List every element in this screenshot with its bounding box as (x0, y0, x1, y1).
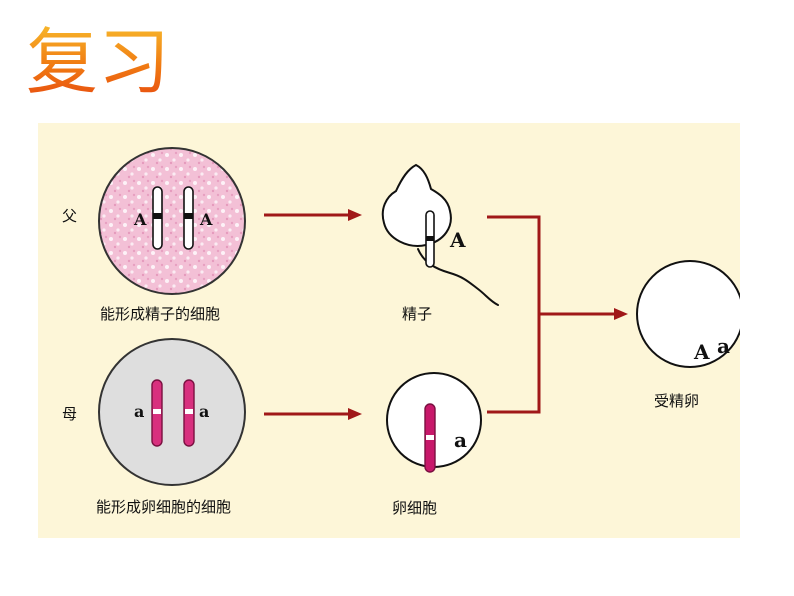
sperm-allele: A (450, 228, 466, 252)
sperm-head (381, 163, 452, 247)
arrow-father-to-sperm (264, 209, 362, 221)
arrow-to-zygote (614, 308, 628, 320)
page-title: 复习 (26, 20, 171, 104)
mother-label: 母 (62, 405, 78, 423)
father-allele-left: A (134, 210, 147, 229)
mother-cell-caption: 能形成卵细胞的细胞 (96, 498, 232, 516)
diagram-svg (98, 147, 740, 486)
arrow-mother-to-egg (264, 408, 362, 420)
sperm-caption: 精子 (402, 305, 433, 323)
egg-allele: a (454, 428, 467, 452)
zygote-allele-big-a: A (694, 340, 710, 364)
father-label: 父 (62, 207, 78, 225)
father-cell-caption: 能形成精子的细胞 (100, 305, 221, 323)
mother-allele-left: a (134, 402, 145, 421)
zygote-cell (636, 260, 740, 368)
mother-cell (98, 338, 246, 486)
zygote-caption: 受精卵 (654, 392, 700, 410)
zygote-allele-small-a: a (717, 334, 730, 358)
mother-allele-right: a (199, 402, 210, 421)
merge-connector (487, 215, 618, 414)
father-allele-right: A (200, 210, 213, 229)
egg-caption: 卵细胞 (392, 499, 438, 517)
father-cell (98, 147, 246, 295)
